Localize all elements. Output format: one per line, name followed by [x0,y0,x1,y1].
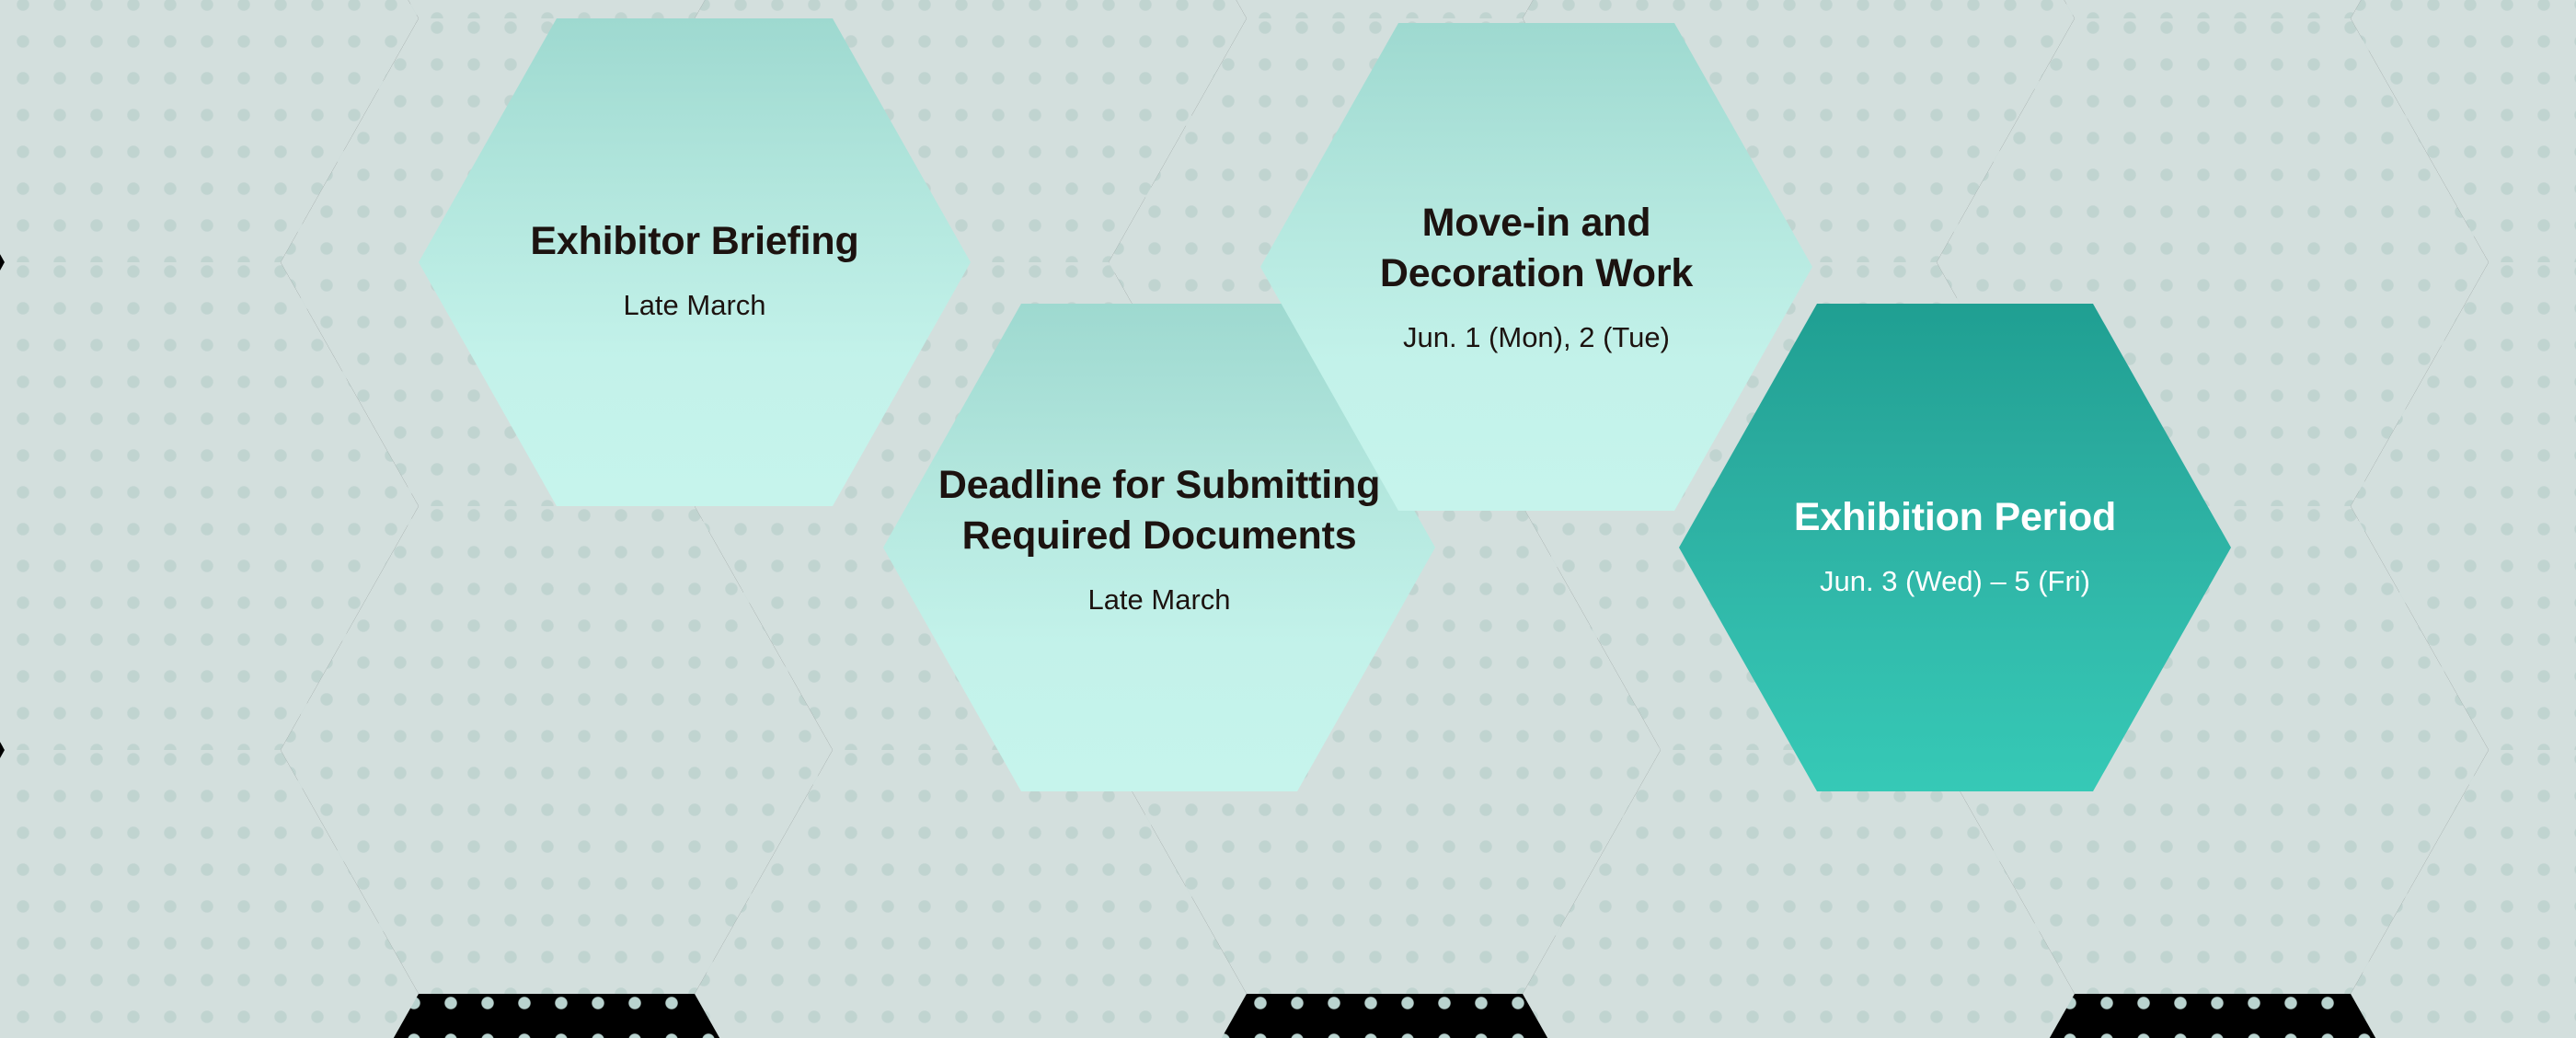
background-hexagon [1937,18,2489,506]
background-hexagon [0,0,419,262]
background-hexagon [1937,0,2489,18]
background-hexagon [1109,0,1661,18]
background-hexagon [0,750,419,1038]
milestone-hexagon-move-in-decoration[interactable] [1260,23,1812,511]
milestone-hexagon-exhibitor-briefing[interactable] [419,18,971,506]
background-hexagon [281,0,833,18]
